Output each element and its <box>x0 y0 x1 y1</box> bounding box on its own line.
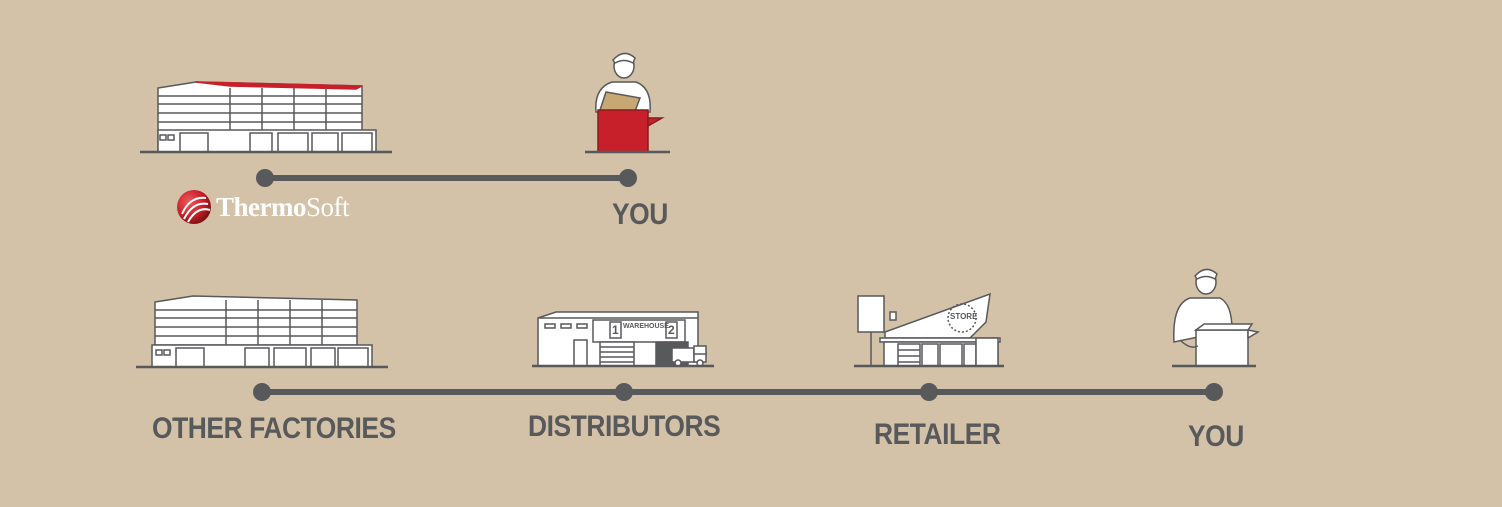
label-you-top: YOU <box>612 198 668 231</box>
wordmark-part-2: Soft <box>305 192 350 222</box>
warehouse-dock-2-label: 2 <box>668 323 675 337</box>
person-with-red-box-icon <box>585 52 670 154</box>
node-thermosoft <box>256 169 274 187</box>
label-retailer: RETAILER <box>874 418 1001 451</box>
store-icon <box>854 292 1004 368</box>
label-you-bottom: YOU <box>1188 420 1244 453</box>
thermosoft-wordmark: ThermoSoft <box>216 192 350 223</box>
thermosoft-logo-icon <box>177 190 211 224</box>
wordmark-part-1: Thermo <box>216 192 306 222</box>
label-other-factories: OTHER FACTORIES <box>152 412 396 445</box>
label-distributors: DISTRIBUTORS <box>528 410 721 443</box>
warehouse-sign: WAREHOUSE <box>623 323 669 330</box>
warehouse-dock-1-label: 1 <box>612 323 619 337</box>
person-with-box-icon <box>1172 268 1261 368</box>
top-connector <box>256 169 637 187</box>
node-distributors <box>615 383 633 401</box>
node-other-factories <box>253 383 271 401</box>
warehouse-icon <box>532 311 714 368</box>
node-retailer <box>920 383 938 401</box>
node-you-bottom <box>1205 383 1223 401</box>
thermosoft-factory-icon <box>140 81 392 154</box>
warehouse-dock-1-sign <box>609 321 622 339</box>
warehouse-dock-2-sign <box>665 321 678 339</box>
node-you-top <box>619 169 637 187</box>
bottom-connector <box>253 383 1223 401</box>
store-sign: STORE <box>950 312 978 321</box>
other-factory-icon <box>136 295 388 369</box>
